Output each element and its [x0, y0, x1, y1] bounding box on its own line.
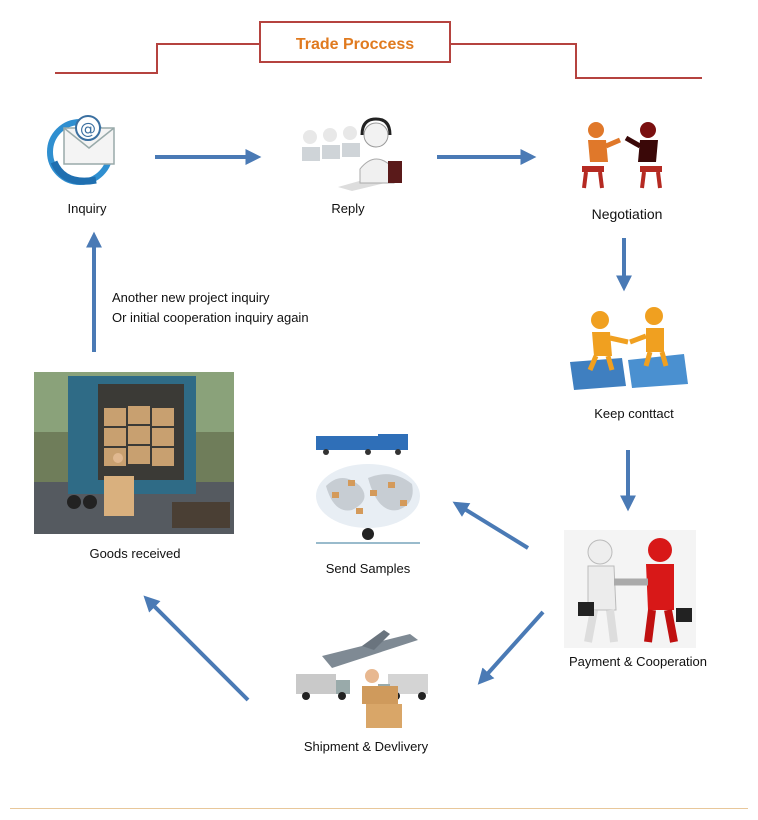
arrow-shipment-goods: [143, 595, 250, 702]
loop-note-line1: Another new project inquiry: [112, 290, 270, 305]
svg-text:@: @: [80, 119, 96, 138]
email-icon: @: [47, 115, 115, 185]
call-center-icon: [302, 117, 402, 191]
step-send-samples-label: Send Samples: [325, 561, 411, 576]
step-payment-label: Payment & Cooperation: [568, 654, 708, 669]
step-shipment-label: Shipment & Devlivery: [303, 739, 429, 754]
step-negotiation-label: Negotiation: [591, 206, 663, 222]
page-title: Trade Proccess: [295, 36, 415, 53]
step-inquiry-label: Inquiry: [67, 201, 107, 216]
loop-note-line2: Or initial cooperation inquiry again: [112, 310, 309, 325]
footer-divider: [10, 808, 748, 809]
loop-note: Another new project inquiry Or initial c…: [112, 288, 309, 328]
header-line: [55, 21, 702, 79]
world-map-icon: [312, 430, 424, 552]
shipment-icon: [296, 630, 428, 728]
puzzle-handshake-icon: [570, 307, 688, 390]
step-goods-received-label: Goods received: [89, 546, 181, 561]
handshake-icon: [564, 530, 696, 648]
step-keep-contact-label: Keep conttact: [594, 406, 674, 421]
arrow-payment-shipment: [477, 610, 545, 685]
arrow-payment-samples: [452, 501, 530, 550]
negotiation-figures-icon: [582, 122, 662, 189]
container-truck-photo: [34, 372, 234, 534]
step-reply-label: Reply: [331, 201, 365, 216]
